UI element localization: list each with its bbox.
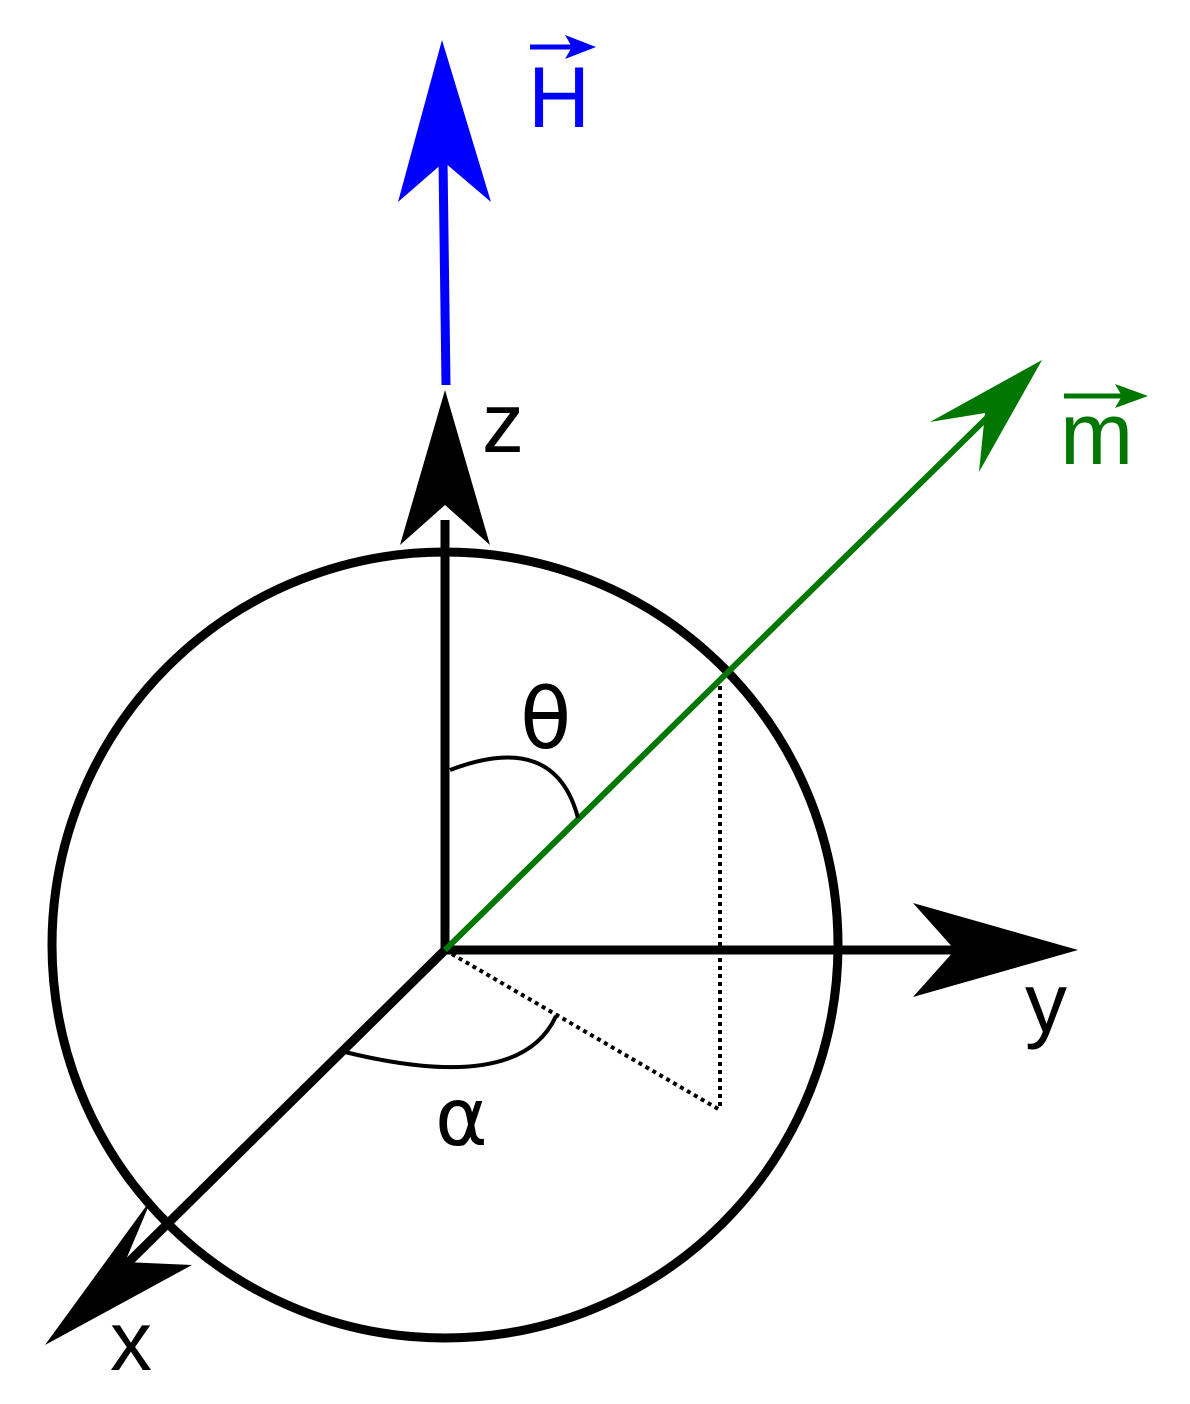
theta-label: θ (520, 670, 571, 768)
axis-y-label: y (1025, 956, 1067, 1050)
x-axis-line (71, 946, 449, 1319)
z-axis-arrowhead (400, 390, 490, 545)
projection-horizontal-line (443, 948, 722, 1112)
axis-x-label: x (110, 1294, 152, 1388)
y-axis-arrowhead (913, 903, 1078, 997)
field-vector-label: H (528, 50, 590, 146)
magnetization-vector-line (442, 402, 1003, 953)
alpha-label: α (435, 1071, 488, 1164)
field-vector-line (438, 159, 451, 386)
field-vector-label-arrow-icon (565, 35, 596, 59)
theta-arc (449, 755, 580, 819)
field-vector-arrowhead (398, 40, 491, 202)
magnetization-vector-label-arrow-icon (1115, 384, 1148, 408)
x-axis-arrowhead (45, 1198, 192, 1345)
alpha-arc (344, 1015, 558, 1070)
magnetization-vector-arrowhead (930, 360, 1042, 472)
axis-z-label: z (482, 376, 524, 470)
